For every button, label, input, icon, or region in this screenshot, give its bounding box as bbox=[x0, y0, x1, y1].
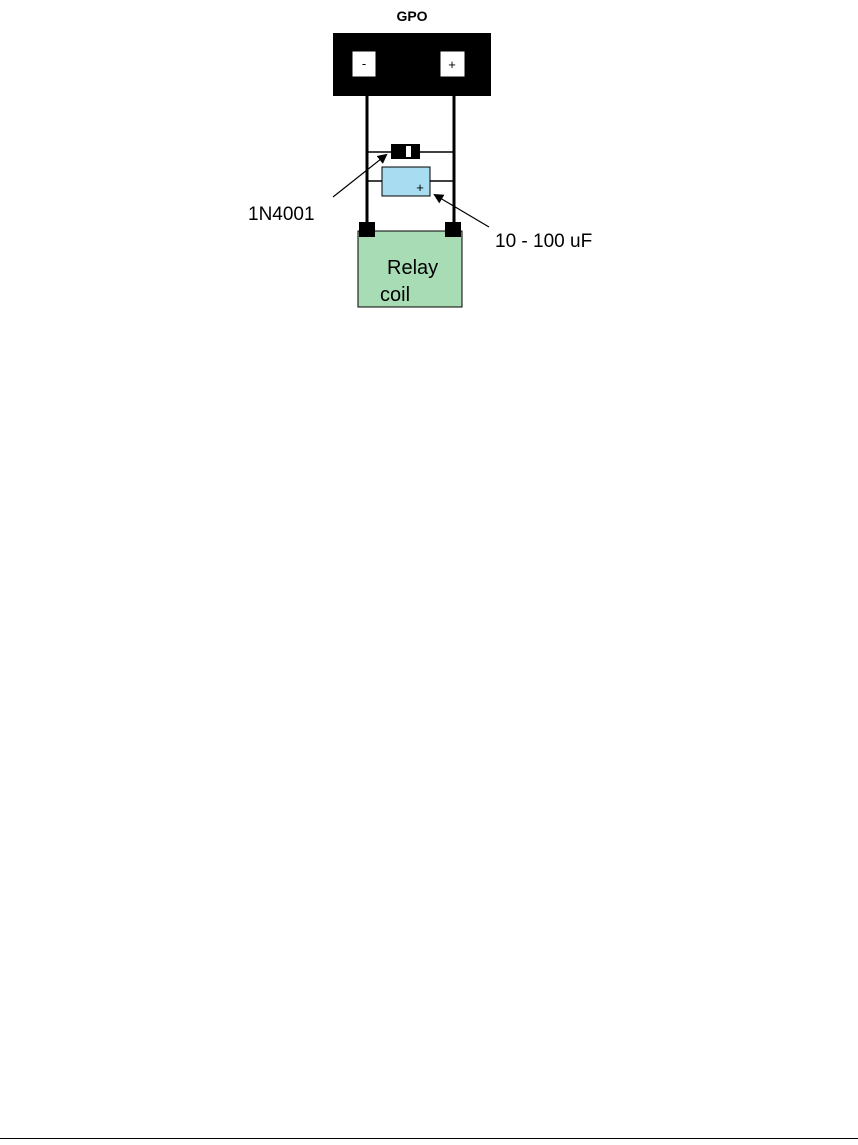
relay-terminal-left bbox=[359, 222, 375, 237]
footer-rule bbox=[0, 1138, 858, 1139]
relay-label-line2: coil bbox=[380, 284, 410, 306]
diode-label: 1N4001 bbox=[248, 204, 315, 225]
diode-symbol bbox=[391, 144, 420, 159]
gpo-title: GPO bbox=[396, 8, 427, 24]
capacitor-polarity: + bbox=[416, 180, 424, 195]
capacitor-label: 10 - 100 uF bbox=[495, 231, 592, 252]
diode-callout-arrow bbox=[333, 155, 386, 197]
relay-terminal-right bbox=[445, 222, 461, 237]
relay-label-line1: Relay bbox=[387, 257, 438, 279]
gpo-minus-label: - bbox=[362, 56, 366, 71]
gpo-plus-label: + bbox=[448, 57, 456, 72]
capacitor-callout-arrow bbox=[435, 195, 489, 227]
